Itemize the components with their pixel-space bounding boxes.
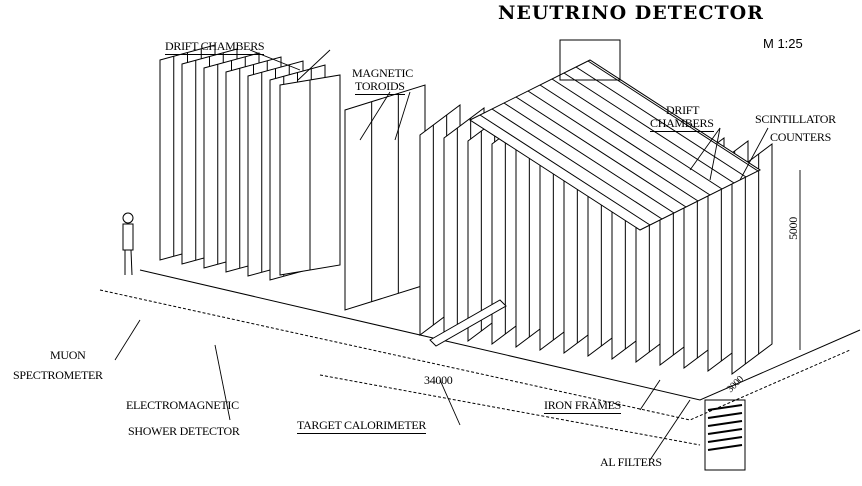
leader-line [214, 344, 231, 421]
leader-line [639, 379, 661, 411]
leader-line [739, 127, 769, 181]
leader-line [689, 127, 721, 171]
dimension-height: 5000 [785, 217, 800, 240]
label-scintillator: SCINTILLATOR [755, 112, 836, 126]
label-muon: MUON [50, 348, 86, 362]
platform-grid [563, 72, 735, 184]
scale-label: M 1:25 [763, 36, 803, 51]
label-iron-frames: IRON FRAMES [544, 398, 622, 414]
platform-grid [503, 102, 675, 214]
top-platform [468, 59, 762, 231]
label-spectrometer: SPECTROMETER [13, 368, 103, 382]
platform-grid [575, 66, 747, 178]
floor-dashed [99, 289, 851, 421]
platform-grid [479, 114, 651, 226]
platform-grid [527, 90, 699, 202]
label-counters: COUNTERS [770, 130, 831, 144]
leader-line [114, 319, 141, 361]
toroid-plate [344, 84, 426, 311]
al-filter-plate [707, 444, 743, 451]
label-drift: DRIFT [666, 103, 700, 117]
leader-line [249, 49, 301, 71]
leader-line [394, 91, 411, 141]
label-al-filters: AL FILTERS [600, 455, 662, 469]
al-filter-plate [707, 436, 743, 443]
al-filter-plate [707, 404, 743, 411]
diagram-title: NEUTRINO DETECTOR [498, 2, 764, 24]
leader-line [649, 399, 691, 461]
label-electromagnetic: ELECTROMAGNETIC [126, 398, 239, 412]
person-head [122, 212, 134, 224]
platform-grid [515, 96, 687, 208]
floor-rail [139, 269, 861, 401]
platform-grid [539, 84, 711, 196]
leader-line [359, 91, 391, 141]
label-shower-detector: SHOWER DETECTOR [128, 424, 240, 438]
label-target-calorimeter: TARGET CALORIMETER [297, 418, 427, 434]
al-filter-plate [707, 412, 743, 419]
label-toroids: TOROIDS [355, 79, 405, 95]
al-filter-box [704, 399, 746, 471]
label-chambers: CHAMBERS [650, 116, 714, 132]
platform-grid [491, 108, 663, 220]
leader-line [297, 49, 331, 81]
al-filter-plate [707, 420, 743, 427]
al-filter-plate [707, 428, 743, 435]
label-drift-chambers-left: DRIFT CHAMBERS [165, 39, 265, 55]
dimension-length: 34000 [424, 373, 453, 387]
platform-grid [551, 78, 723, 190]
beam-pipe [429, 299, 507, 347]
platform-grid [587, 60, 759, 172]
dimension-line-length [319, 374, 701, 446]
person-body [122, 223, 134, 251]
label-magnetic: MAGNETIC [352, 66, 413, 80]
leader-line [439, 379, 461, 426]
person-leg [130, 249, 133, 276]
leader-line [709, 127, 721, 181]
railing [559, 39, 621, 81]
